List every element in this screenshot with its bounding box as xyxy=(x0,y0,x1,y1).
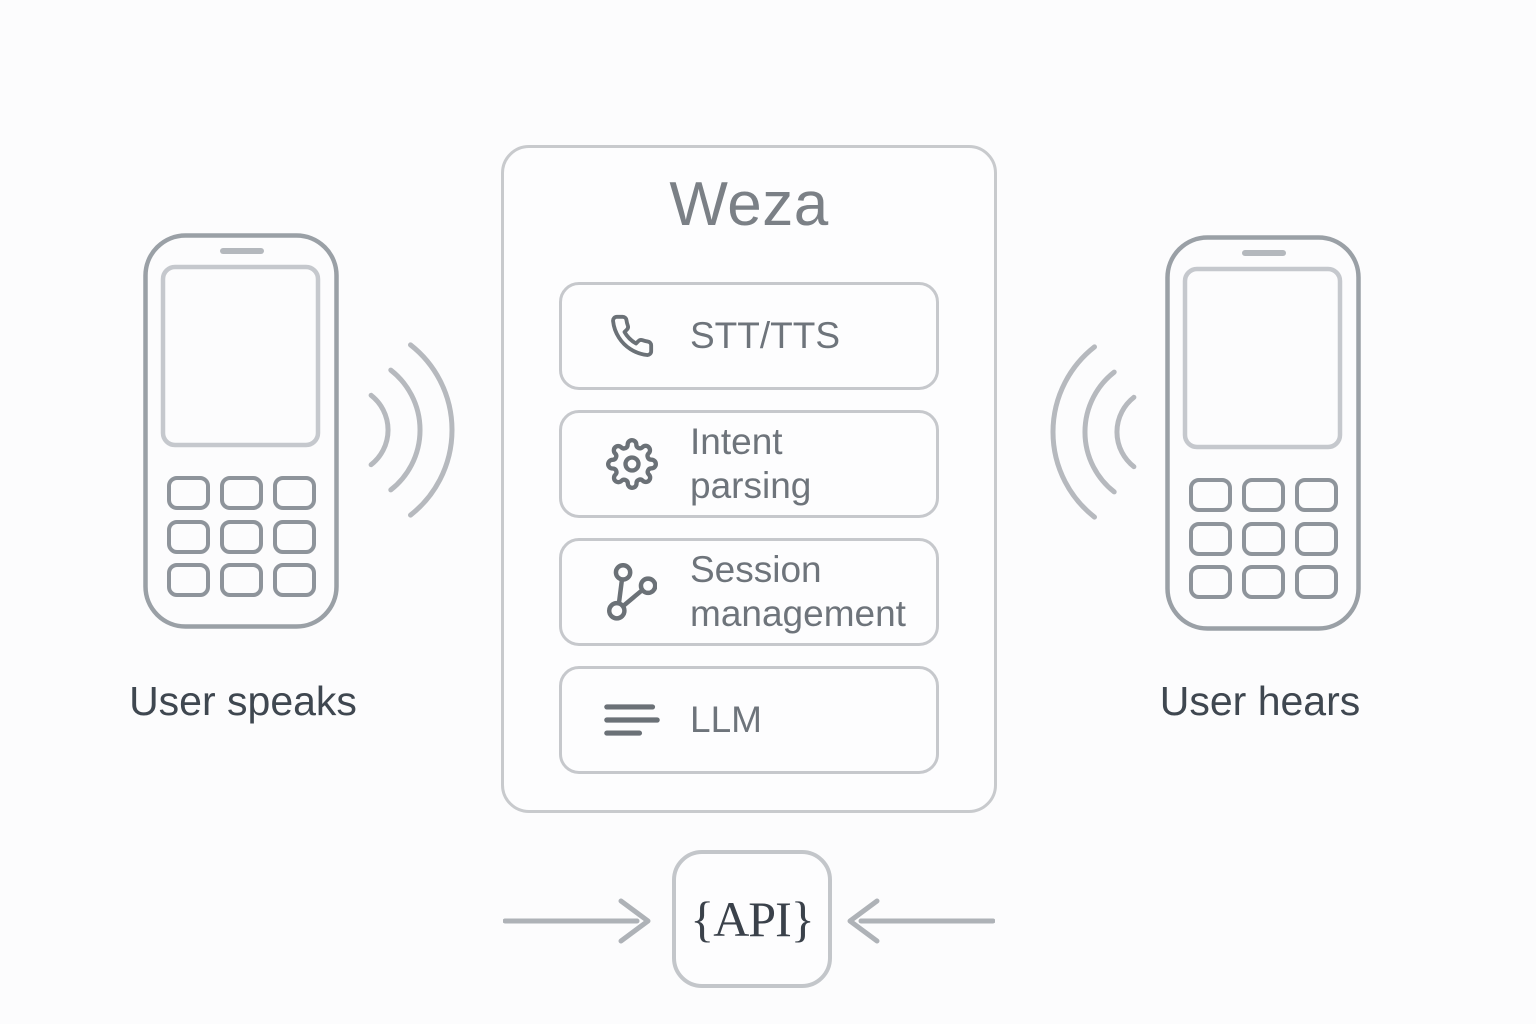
arrow-left-icon xyxy=(847,898,995,944)
module-label: LLM xyxy=(690,699,762,740)
diagram-title: Weza xyxy=(669,170,829,239)
phone-keypad xyxy=(1189,478,1338,599)
text-lines-icon xyxy=(600,701,664,739)
api-label: {API} xyxy=(690,891,815,947)
phone-keypad xyxy=(167,476,316,597)
module-llm: LLM xyxy=(559,666,939,774)
feature-phone-icon xyxy=(143,233,339,629)
phone-handset-icon xyxy=(600,313,664,359)
api-box: {API} xyxy=(672,850,832,988)
weza-container: Weza STT/TTS xyxy=(501,145,997,813)
sound-waves-icon xyxy=(368,342,455,518)
module-stt-tts: STT/TTS xyxy=(559,282,939,390)
network-nodes-icon xyxy=(600,563,664,621)
phone-screen xyxy=(160,264,321,448)
feature-phone-icon xyxy=(1165,235,1361,631)
gear-icon xyxy=(600,438,664,490)
module-intent-parsing: Intent parsing xyxy=(559,410,939,518)
arrow-right-icon xyxy=(503,898,651,944)
module-label: STT/TTS xyxy=(690,315,841,356)
sound-waves-icon xyxy=(1050,344,1137,520)
left-phone-label: User speaks xyxy=(129,678,357,724)
module-list: STT/TTS Intent parsing xyxy=(559,282,939,774)
module-label: Session management xyxy=(690,549,906,634)
phone-screen xyxy=(1182,266,1343,450)
module-session-management: Session management xyxy=(559,538,939,646)
right-phone-label: User hears xyxy=(1159,678,1361,724)
module-label: Intent parsing xyxy=(690,421,812,506)
